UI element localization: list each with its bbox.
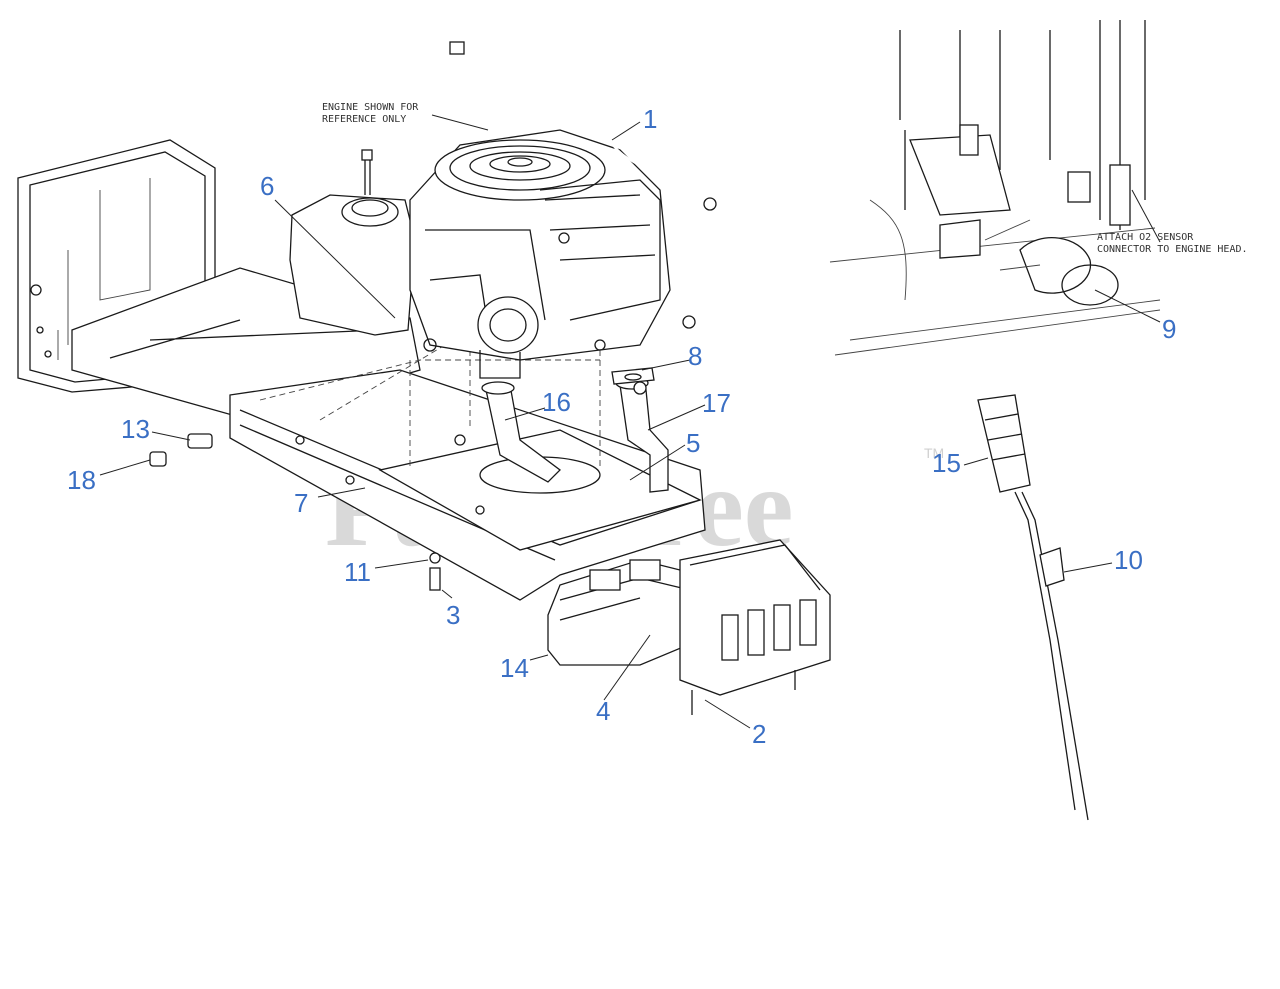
engine-note-line-1: ENGINE SHOWN FOR: [322, 102, 419, 113]
callout-11[interactable]: 11: [344, 557, 371, 587]
o2-sensor-cable: [977, 394, 1089, 821]
muffler: [547, 559, 701, 666]
inset-note-line-1: ATTACH O2 SENSOR: [1097, 232, 1194, 243]
engine: [409, 129, 696, 379]
callout-5[interactable]: 5: [686, 428, 700, 458]
callout-7[interactable]: 7: [294, 488, 308, 518]
callout-10[interactable]: 10: [1114, 545, 1143, 575]
inset-sensor-view: ATTACH O2 SENSOR CONNECTOR TO ENGINE HEA…: [829, 20, 1248, 356]
callout-4[interactable]: 4: [596, 696, 610, 726]
watermark-trademark: TM: [924, 445, 944, 461]
hardware: [149, 381, 647, 591]
callouts: 1 2 3 4 5 6 7 8 9 10 11 13 14 15 16 17 1…: [67, 104, 1176, 749]
chassis-frame: [17, 139, 706, 601]
callout-1[interactable]: 1: [643, 104, 657, 134]
callout-13[interactable]: 13: [121, 414, 150, 444]
inset-note-line-2: CONNECTOR TO ENGINE HEAD.: [1097, 244, 1248, 255]
callout-14[interactable]: 14: [500, 653, 529, 683]
callout-6[interactable]: 6: [260, 171, 274, 201]
leader-lines: [99, 121, 1161, 729]
callout-17[interactable]: 17: [702, 388, 731, 418]
callout-18[interactable]: 18: [67, 465, 96, 495]
engine-note-line-2: REFERENCE ONLY: [322, 114, 406, 125]
callout-15[interactable]: 15: [932, 448, 961, 478]
callout-2[interactable]: 2: [752, 719, 766, 749]
fuel-tank: [289, 149, 416, 336]
callout-8[interactable]: 8: [688, 341, 702, 371]
callout-9[interactable]: 9: [1162, 314, 1176, 344]
fuel-line: [449, 36, 747, 263]
heat-shield: [679, 539, 831, 715]
callout-16[interactable]: 16: [542, 387, 571, 417]
callout-3[interactable]: 3: [446, 600, 460, 630]
